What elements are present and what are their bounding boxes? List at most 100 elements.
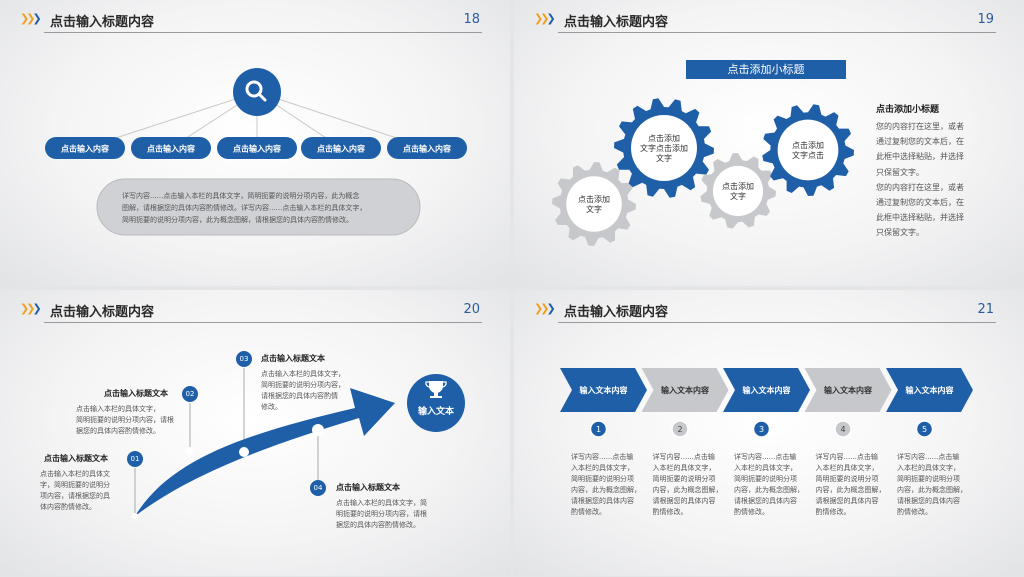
side-text-line: 此框中选择粘贴，并选择 xyxy=(876,213,964,223)
trophy-icon xyxy=(425,381,447,398)
step-text-line: 入本栏的具体文字， xyxy=(652,464,716,472)
arrow-node xyxy=(239,447,249,457)
pill-label: 点击输入内容 xyxy=(233,144,281,154)
step-text-line: 酌情修改。 xyxy=(571,508,606,516)
step-text-line: 简明扼要的说明分项 xyxy=(652,475,716,483)
gear-label: 点击添加 xyxy=(792,140,824,150)
process-step-chevron[interactable] xyxy=(723,368,810,412)
slide-header: ❯❯❯ 点击输入标题内容 18 xyxy=(0,0,510,40)
slide-number: 21 xyxy=(977,302,994,317)
box-line-1: 详写内容......点击输入本栏的具体文字，简明扼要的说明分项内容，此为概念 xyxy=(122,192,360,200)
slide-title: 点击输入标题内容 xyxy=(564,305,669,320)
side-text-line: 您的内容打在这里，或者 xyxy=(876,182,964,192)
subtitle-banner[interactable]: 点击添加小标题 xyxy=(686,60,846,79)
item-badge-01 xyxy=(127,451,143,467)
content-pill-button[interactable] xyxy=(387,137,467,159)
step-text-line: 酌情修改。 xyxy=(897,508,932,516)
step-text-line: 入本栏的具体文字， xyxy=(571,464,634,472)
process-step-chevron[interactable] xyxy=(886,368,973,412)
step-text-line: 详写内容......点击输 xyxy=(815,453,878,461)
step-text-line: 内容，此为概念图解， xyxy=(815,486,886,494)
item-text-line: 简明扼要的说明分项内容， xyxy=(261,381,345,389)
item-badge-04 xyxy=(310,480,326,496)
item-text-line: 项内容，请根据您的具 xyxy=(40,492,110,500)
header-divider xyxy=(44,32,482,33)
process-step-chevron[interactable] xyxy=(560,368,647,412)
step-text-line: 请根据您的具体内容 xyxy=(734,497,797,505)
side-text-line: 只保留文字。 xyxy=(876,228,924,238)
item-number: 02 xyxy=(185,390,195,398)
item-number: 03 xyxy=(239,355,249,363)
goal-label: 输入文本 xyxy=(417,407,454,417)
slide-18[interactable]: ❯❯❯ 点击输入标题内容 18 点击输入内容点击输入内容点击输入内容点击输入内容… xyxy=(0,0,510,286)
chevron-arrows-icon: ❯❯❯ xyxy=(534,12,556,25)
search-icon xyxy=(245,80,267,102)
item-text-line: 点击输入本栏的具体文字， xyxy=(76,405,160,413)
step-number-badge xyxy=(589,420,608,438)
item-text-line: 点击输入本栏的具体文字，简 xyxy=(336,499,427,507)
item-text-line: 请根据您的具体内容酌情 xyxy=(261,392,338,400)
side-text-line: 您的内容打在这里，或者 xyxy=(876,122,964,131)
gear-label: 文字 xyxy=(730,191,746,201)
step-number: 3 xyxy=(759,425,764,434)
growth-arrow-diagram xyxy=(127,351,465,519)
step-number: 1 xyxy=(596,425,601,434)
process-step-chevron[interactable] xyxy=(641,368,729,412)
step-text-line: 入本栏的具体文字， xyxy=(897,464,960,472)
content-pill-button[interactable] xyxy=(217,137,297,159)
item-text-line: 简明扼要的说明分项内容，请根 xyxy=(76,416,174,424)
process-step-chevron[interactable] xyxy=(804,368,892,412)
slide-19[interactable]: ❯❯❯ 点击输入标题内容 19 点击添加小标题 点击添加文字点击添加文字点击添加… xyxy=(514,0,1024,286)
gear-label: 文字点击添加 xyxy=(640,143,688,153)
step-label: 输入文本内容 xyxy=(906,385,954,395)
step-label: 输入文本内容 xyxy=(580,385,628,395)
slide-title: 点击输入标题内容 xyxy=(50,15,155,30)
step-text-line: 详写内容......点击输 xyxy=(652,453,715,461)
step-label: 输入文本内容 xyxy=(661,385,709,395)
side-text-line: 只保留文字。 xyxy=(876,167,924,177)
header-divider xyxy=(558,32,996,33)
step-text-line: 简明扼要的说明分项 xyxy=(897,475,960,483)
pill-label: 点击输入内容 xyxy=(403,144,451,154)
slide-header: ❯❯❯ 点击输入标题内容 20 xyxy=(0,290,510,330)
gear-label: 点击添加 xyxy=(578,194,610,204)
arrow-node xyxy=(132,513,138,519)
item-number: 01 xyxy=(130,455,140,463)
step-text-line: 简明扼要的说明分项 xyxy=(815,475,879,483)
step-text-line: 详写内容......点击输 xyxy=(571,453,634,461)
gear-label: 文字 xyxy=(586,204,602,214)
item-text-line: 据您的具体内容酌情修改。 xyxy=(336,521,420,529)
goal-circle xyxy=(407,374,465,432)
step-text-line: 详写内容......点击输 xyxy=(897,453,960,461)
item-heading: 点击输入标题文本 xyxy=(336,483,400,492)
step-text-line: 酌情修改。 xyxy=(652,508,688,516)
step-text-line: 简明扼要的说明分项 xyxy=(571,475,634,483)
step-number: 2 xyxy=(677,425,682,434)
hub-diagram: 点击输入内容点击输入内容点击输入内容点击输入内容点击输入内容 xyxy=(45,68,467,236)
step-text-line: 酌情修改。 xyxy=(815,508,851,516)
step-number-badge xyxy=(752,420,771,438)
step-text-line: 入本栏的具体文字， xyxy=(815,464,879,472)
item-badge-02 xyxy=(182,386,198,402)
step-number-badge xyxy=(834,420,852,438)
item-text-line: 点击输入本栏的具体文字， xyxy=(261,370,345,378)
content-pill-button[interactable] xyxy=(301,137,381,159)
gear-label: 点击添加 xyxy=(648,133,680,143)
slide-20[interactable]: ❯❯❯ 点击输入标题内容 20 xyxy=(0,290,510,576)
content-pill-button[interactable] xyxy=(131,137,211,159)
item-text-line: 修改。 xyxy=(261,403,282,411)
slide-number: 18 xyxy=(463,12,480,27)
arrow-node xyxy=(186,447,194,455)
box-line-2: 图解，请根据您的具体内容酌情修改。详写内容......点击输入本栏的具体文字， xyxy=(122,204,367,212)
slide-title: 点击输入标题内容 xyxy=(50,305,155,320)
gear-label: 点击添加 xyxy=(722,181,754,191)
content-pill-button[interactable] xyxy=(45,137,125,159)
item-text-line: 点击输入本栏的具体文 xyxy=(40,470,110,478)
slide-header: ❯❯❯ 点击输入标题内容 19 xyxy=(514,0,1024,40)
gear-label: 文字 xyxy=(656,153,672,163)
item-text-line: 体内容酌情修改。 xyxy=(40,503,96,511)
